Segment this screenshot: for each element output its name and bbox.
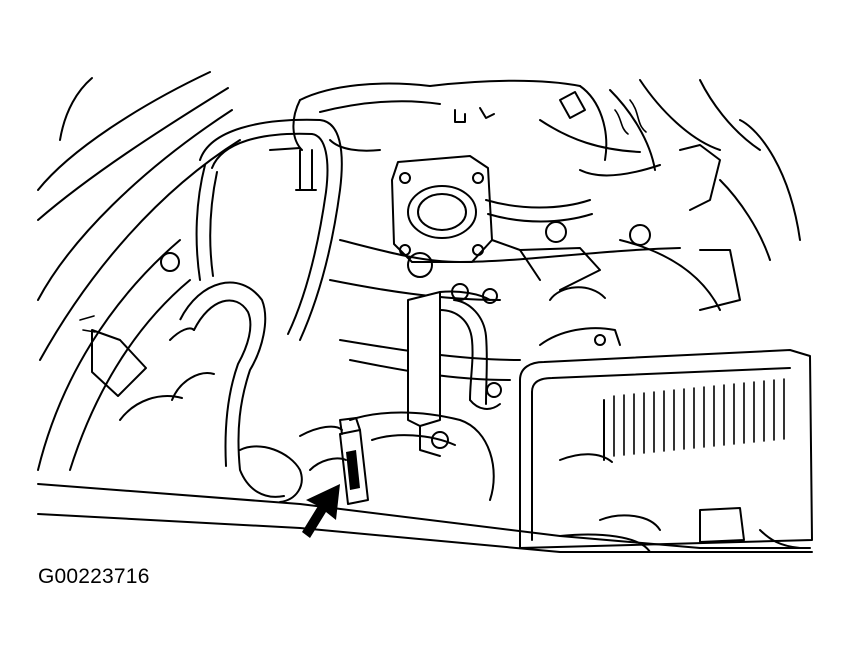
intake-plenum	[292, 79, 801, 261]
pointer-arrow-icon	[302, 484, 340, 538]
throttle-body	[391, 155, 593, 281]
coolant-hoses	[169, 118, 381, 503]
egr-tube	[349, 283, 502, 501]
left-fender-panel	[37, 71, 241, 471]
sensor-component	[299, 417, 369, 505]
radiator-support	[37, 483, 813, 553]
engine-block	[329, 221, 741, 381]
figure-caption: G00223716	[38, 565, 150, 588]
air-cleaner-box	[519, 349, 813, 549]
